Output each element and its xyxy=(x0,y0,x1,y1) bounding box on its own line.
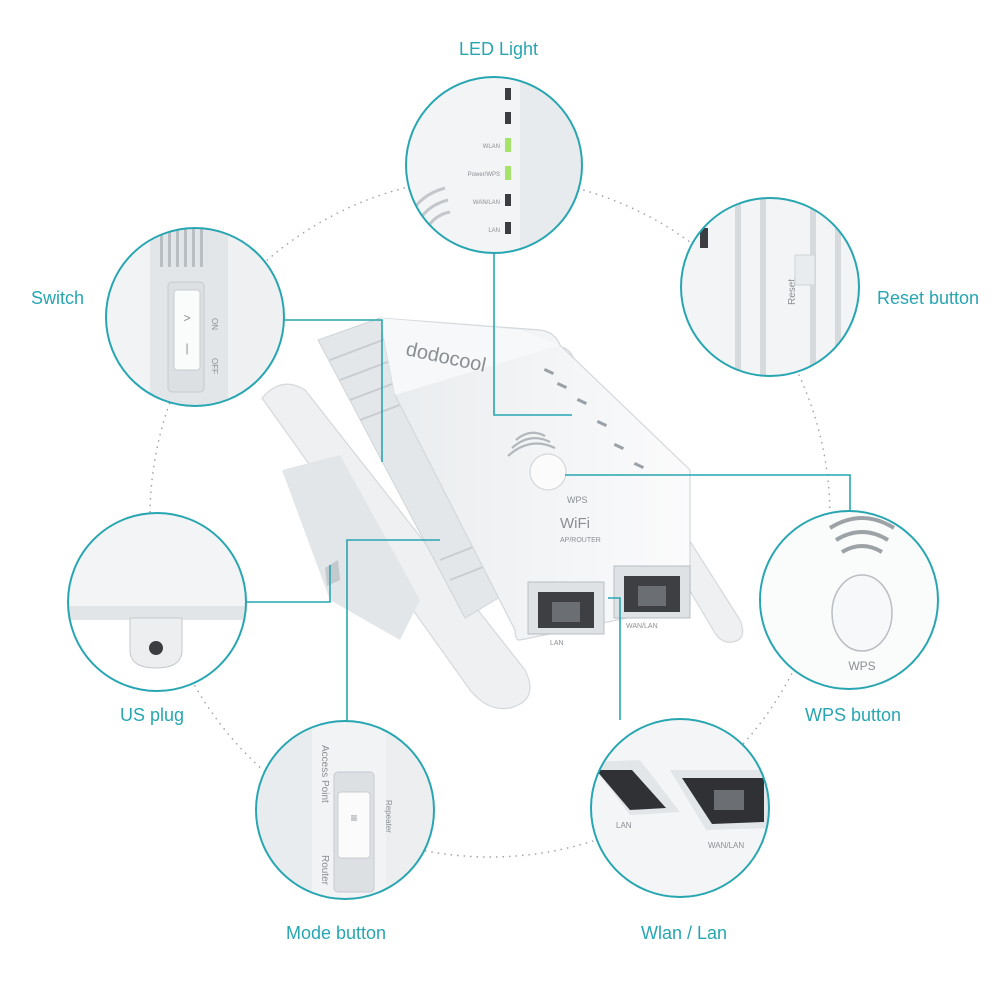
svg-text:>: > xyxy=(183,311,190,325)
led-wlan-label: WLAN xyxy=(483,144,500,150)
led-wan-label: WAN/LAN xyxy=(473,200,500,206)
wps-panel-label: WPS xyxy=(848,659,875,673)
connector-lines xyxy=(245,253,851,722)
svg-text:|: | xyxy=(185,341,188,355)
reset-button-label: Reset button xyxy=(877,288,980,308)
mode-router-label: Router xyxy=(319,855,330,886)
switch-label: Switch xyxy=(31,288,85,308)
router-device: dodocool WPS WiFi AP/ROUTER xyxy=(261,317,744,710)
switch-detail: > | ON OFF xyxy=(105,227,285,407)
led-light-detail: WLAN Power/WPS WAN/LAN LAN xyxy=(405,76,583,254)
switch-on-label: ON xyxy=(210,318,219,330)
wifi-label: WiFi xyxy=(560,515,590,532)
wan-lan-port xyxy=(613,565,691,619)
svg-text:≡: ≡ xyxy=(350,811,357,825)
svg-text:LAN: LAN xyxy=(550,640,564,647)
mode-detail: ≡ Access Point Repeater Router xyxy=(255,720,435,900)
svg-text:WAN/LAN: WAN/LAN xyxy=(626,623,658,630)
ports-detail: LAN WAN/LAN xyxy=(590,718,770,898)
lan-port xyxy=(527,581,605,635)
plug-block xyxy=(282,455,420,640)
led-light-label: LED Light xyxy=(459,39,539,59)
led-power-label: Power/WPS xyxy=(468,172,500,178)
mode-access-point-label: Access Point xyxy=(319,745,330,803)
wps-button-label: WPS button xyxy=(805,705,902,725)
ports-lan-label: LAN xyxy=(616,821,632,830)
wps-button xyxy=(529,453,567,491)
us-plug-detail xyxy=(67,512,247,692)
us-plug-label: US plug xyxy=(120,705,185,725)
switch-off-label: OFF xyxy=(210,358,219,374)
ap-router-label: AP/ROUTER xyxy=(560,537,601,544)
reset-label: Reset xyxy=(787,279,798,305)
mode-button-label: Mode button xyxy=(286,923,387,943)
reset-detail: Reset xyxy=(680,197,860,377)
mode-repeater-label: Repeater xyxy=(384,800,393,833)
led-lan-label: LAN xyxy=(488,228,500,234)
wps-detail: WPS xyxy=(759,510,939,690)
ports-wan-label: WAN/LAN xyxy=(708,841,744,850)
wps-label: WPS xyxy=(567,495,588,505)
wlan-lan-label: Wlan / Lan xyxy=(641,923,728,943)
